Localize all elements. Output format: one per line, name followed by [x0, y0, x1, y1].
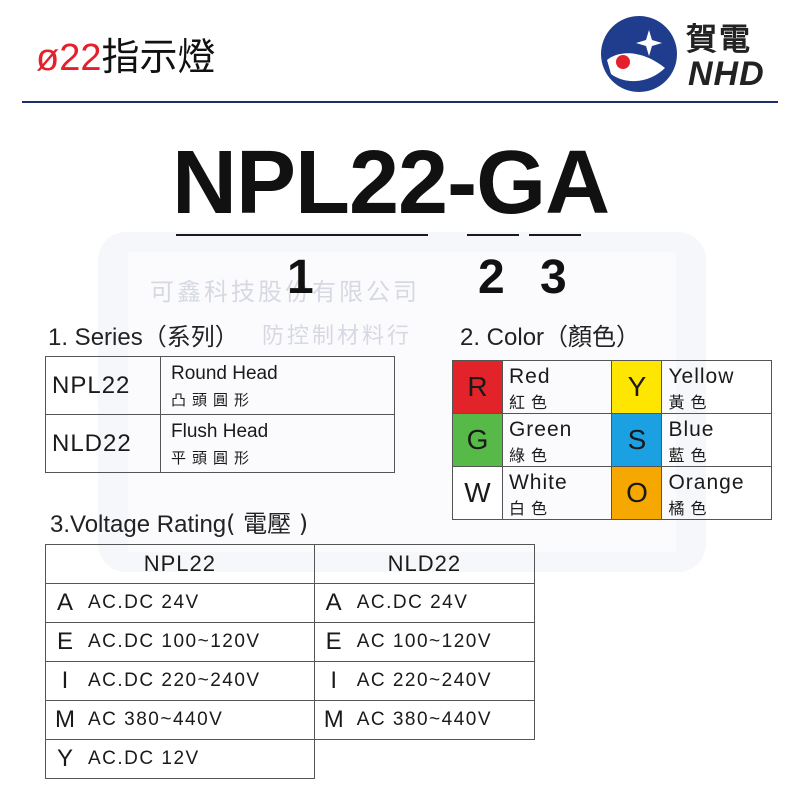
voltage-value: AC.DC 24V	[84, 583, 315, 623]
color-swatch-red: R	[452, 360, 503, 414]
series-desc-en: Flush Head	[171, 421, 269, 442]
color-swatch-blue: S	[611, 413, 663, 467]
voltage-letter: Y	[45, 739, 84, 779]
series-code: NLD22	[45, 414, 161, 473]
series-table: NPL22 Round Head 凸頭圓形 NLD22 Flush Head 平…	[45, 356, 395, 473]
color-swatch-orange: O	[611, 466, 663, 520]
voltage-value: AC.DC 12V	[84, 739, 315, 779]
model-index-1: 1	[287, 251, 314, 304]
voltage-letter: A	[313, 583, 353, 623]
color-name: Orange 橘色	[661, 466, 772, 520]
table-row: NLD22 Flush Head 平頭圓形	[45, 414, 395, 473]
watermark-text-2: 防控制材料行	[262, 324, 413, 349]
voltage-table: NPL22 NLD22 A AC.DC 24V A AC.DC 24V E AC…	[45, 544, 536, 779]
voltage-letter: M	[313, 700, 353, 740]
color-name-en: Red	[508, 365, 551, 388]
series-desc-zh: 平頭圓形	[171, 449, 256, 467]
voltage-letter: M	[45, 700, 84, 740]
color-swatch-yellow: Y	[611, 360, 663, 414]
series-section-title: 1. Series（系列）	[48, 325, 239, 350]
voltage-letter: E	[313, 622, 353, 662]
voltage-value: AC.DC 24V	[352, 583, 535, 623]
voltage-value: AC 220~240V	[352, 661, 535, 701]
model-underline-3	[529, 234, 581, 236]
voltage-letter: I	[45, 661, 84, 701]
table-header-row: NPL22 NLD22	[45, 544, 536, 584]
voltage-col-nld: NLD22	[313, 544, 536, 584]
color-section-title: 2. Color（顏色）	[460, 325, 640, 350]
series-desc: Round Head 凸頭圓形	[160, 356, 395, 415]
color-name-zh: 白色	[508, 499, 553, 518]
voltage-title: 3.Voltage Rating	[50, 511, 227, 538]
model-underline-2	[467, 234, 519, 236]
color-name: Blue 藍色	[661, 413, 772, 467]
table-row: M AC 380~440V M AC 380~440V	[45, 700, 535, 740]
color-name-zh: 藍色	[668, 446, 713, 465]
color-name: Green 綠色	[501, 413, 613, 467]
logo-emblem-icon	[607, 30, 665, 82]
table-row: A AC.DC 24V A AC.DC 24V	[45, 583, 535, 623]
voltage-empty-cell	[314, 740, 534, 779]
color-swatch-white: W	[452, 466, 503, 520]
voltage-letter: I	[313, 661, 353, 701]
table-row: I AC.DC 220~240V I AC 220~240V	[45, 661, 535, 701]
color-name-en: Green	[508, 418, 573, 441]
color-name-en: White	[508, 471, 568, 494]
color-name: Yellow 黃色	[661, 360, 772, 414]
series-desc-zh: 凸頭圓形	[171, 391, 256, 409]
model-index-3: 3	[540, 251, 567, 304]
voltage-col-npl: NPL22	[45, 544, 315, 584]
table-row: G Green 綠色 S Blue 藍色	[452, 413, 772, 467]
color-name-zh: 黃色	[668, 393, 713, 412]
table-row: R Red 紅色 Y Yellow 黃色	[452, 360, 772, 414]
color-name-en: Orange	[668, 471, 745, 494]
series-desc: Flush Head 平頭圓形	[160, 414, 395, 473]
color-swatch-green: G	[452, 413, 503, 467]
color-title: 2. Color	[460, 324, 545, 351]
voltage-letter: E	[45, 622, 84, 662]
color-table: R Red 紅色 Y Yellow 黃色 G Green 綠色 S Blue 藍…	[452, 360, 772, 520]
title-prefix: ø22	[36, 37, 102, 79]
title-text: 指示燈	[101, 35, 216, 79]
voltage-value: AC 380~440V	[352, 700, 535, 740]
series-code: NPL22	[45, 356, 161, 415]
color-name-zh: 橘色	[668, 499, 713, 518]
table-row: E AC.DC 100~120V E AC 100~120V	[45, 622, 535, 662]
table-row: NPL22 Round Head 凸頭圓形	[45, 356, 395, 415]
color-name: Red 紅色	[501, 360, 613, 414]
color-name-en: Blue	[668, 418, 715, 441]
watermark-text-1: 可鑫科技股份有限公司	[150, 278, 420, 306]
color-name: White 白色	[501, 466, 613, 520]
voltage-letter: A	[45, 583, 84, 623]
table-row: W White 白色 O Orange 橘色	[452, 466, 772, 520]
series-title: 1. Series	[48, 324, 143, 351]
table-row: Y AC.DC 12V	[45, 739, 535, 779]
voltage-value: AC 380~440V	[84, 700, 315, 740]
series-desc-en: Round Head	[171, 363, 278, 384]
logo-icon	[601, 16, 677, 92]
voltage-section-title: 3.Voltage Rating( 電壓 )	[50, 512, 308, 537]
color-name-zh: 紅色	[508, 393, 553, 412]
model-underline-1	[176, 234, 428, 236]
voltage-title-cn: ( 電壓 )	[226, 510, 309, 538]
header-divider	[22, 101, 778, 103]
logo-text-en: NHD	[688, 55, 765, 93]
logo-text-cn: 賀電	[686, 22, 752, 58]
voltage-value: AC.DC 100~120V	[84, 622, 315, 662]
color-name-en: Yellow	[668, 365, 735, 388]
model-code: NPL22-GA	[172, 133, 610, 233]
voltage-value: AC.DC 220~240V	[84, 661, 315, 701]
model-index-2: 2	[478, 251, 505, 304]
color-title-cn: （顏色）	[544, 323, 641, 351]
series-title-cn: （系列）	[142, 323, 239, 351]
color-name-zh: 綠色	[508, 446, 553, 465]
page-title: ø22指示燈	[36, 38, 216, 77]
voltage-value: AC 100~120V	[352, 622, 535, 662]
